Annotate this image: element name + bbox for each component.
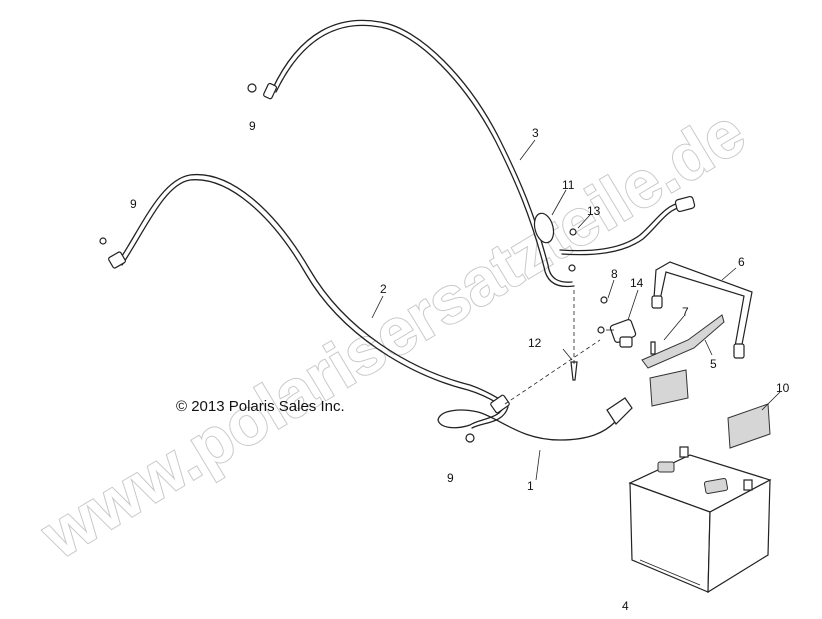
cable-3 (263, 19, 696, 288)
callout-4: 4 (622, 599, 629, 613)
callout-9-top: 9 (249, 119, 256, 133)
copyright-text: © 2013 Polaris Sales Inc. (176, 398, 345, 415)
strap (641, 314, 725, 369)
callout-9-left: 9 (130, 197, 137, 211)
fasteners (99, 83, 656, 443)
callout-7: 7 (682, 305, 689, 319)
callout-3: 3 (532, 126, 539, 140)
pads (649, 369, 771, 449)
cable-1 (437, 394, 633, 441)
hold-down-bracket (651, 261, 753, 359)
callout-13: 13 (587, 204, 601, 218)
callout-12: 12 (528, 336, 542, 350)
cable-2 (108, 173, 506, 407)
callout-14: 14 (630, 276, 644, 290)
battery (628, 446, 772, 594)
callout-11: 11 (562, 178, 575, 192)
callout-2: 2 (380, 282, 387, 296)
callout-1: 1 (527, 479, 534, 493)
callout-9-bottom: 9 (447, 471, 454, 485)
callout-5: 5 (710, 357, 717, 371)
callout-6: 6 (738, 255, 745, 269)
callout-8: 8 (611, 267, 618, 281)
solenoid (597, 296, 637, 348)
callout-10: 10 (776, 381, 790, 395)
